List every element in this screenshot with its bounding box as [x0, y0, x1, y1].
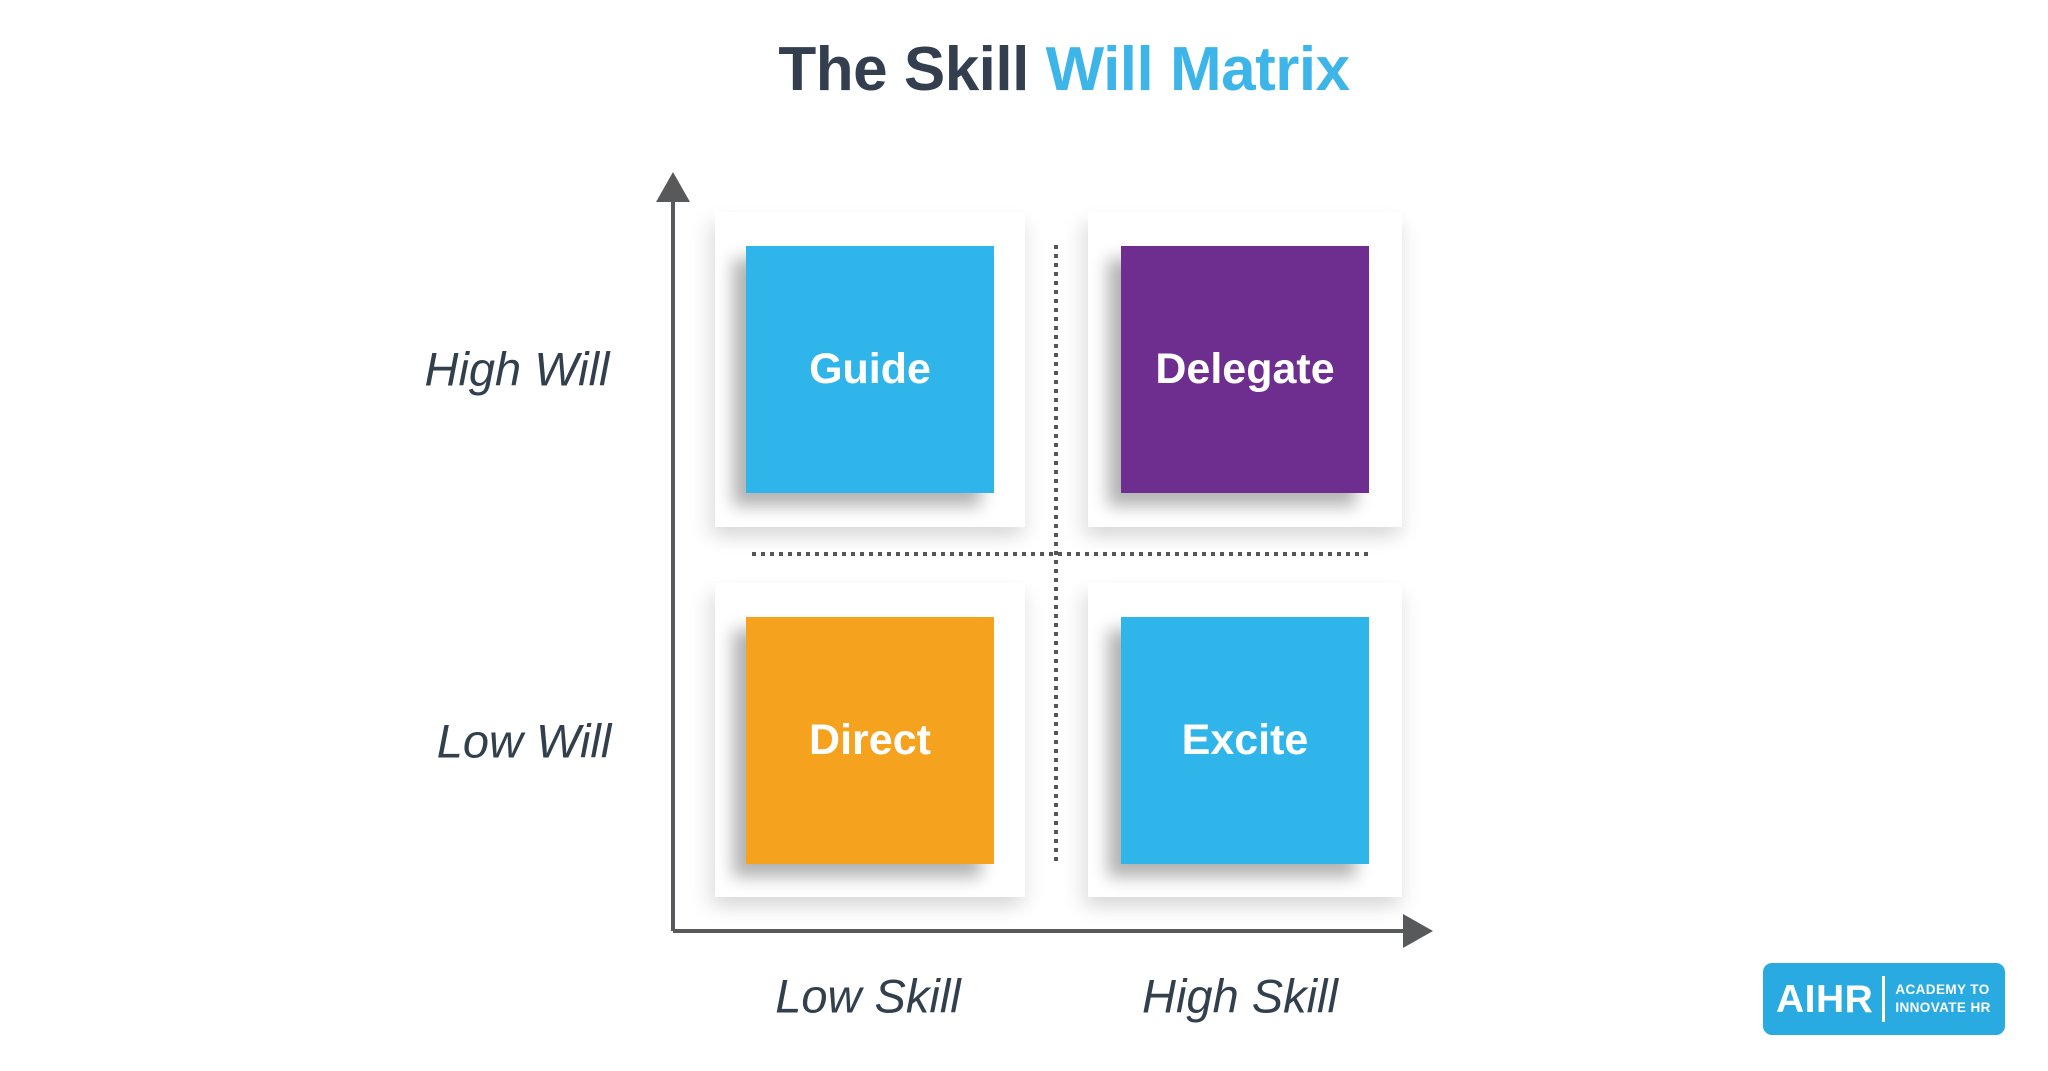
x-axis-line — [673, 929, 1405, 933]
quadrant-label-delegate: Delegate — [1155, 345, 1335, 393]
x-axis-label-low-skill: Low Skill — [775, 969, 961, 1023]
quadrant-card-direct: Direct — [715, 583, 1025, 897]
page-title: The Skill Will Matrix — [64, 34, 2048, 105]
x-axis-arrowhead-icon — [1403, 914, 1433, 948]
aihr-logo: AIHR ACADEMY TO INNOVATE HR — [1763, 963, 2005, 1035]
aihr-logo-divider — [1882, 976, 1886, 1022]
y-axis-label-low-will: Low Will — [436, 714, 612, 768]
x-axis-label-high-skill: High Skill — [1142, 969, 1338, 1023]
aihr-logo-tagline-line2: INNOVATE HR — [1895, 1000, 1991, 1015]
quadrant-card-delegate: Delegate — [1088, 212, 1402, 527]
aihr-logo-tagline-line1: ACADEMY TO — [1895, 982, 1990, 998]
vertical-dotted-divider — [1054, 245, 1058, 863]
quadrant-tile-excite: Excite — [1121, 616, 1369, 864]
quadrant-label-guide: Guide — [809, 345, 931, 393]
title-accent-part: Will Matrix — [1045, 35, 1351, 104]
aihr-logo-wordmark: AIHR — [1776, 977, 1874, 1021]
y-axis-arrowhead-icon — [656, 172, 690, 202]
y-axis-line — [671, 200, 675, 931]
y-axis-label-high-will: High Will — [424, 342, 610, 396]
aihr-logo-tagline: ACADEMY TO INNOVATE HR — [1895, 981, 1990, 1016]
quadrant-card-excite: Excite — [1088, 583, 1402, 897]
title-dark-part: The Skill — [778, 35, 1046, 104]
quadrant-card-guide: Guide — [715, 212, 1025, 527]
quadrant-tile-guide: Guide — [746, 246, 994, 493]
quadrant-tile-direct: Direct — [746, 616, 994, 864]
horizontal-dotted-divider — [752, 552, 1368, 556]
quadrant-label-excite: Excite — [1181, 715, 1309, 764]
quadrant-tile-delegate: Delegate — [1121, 246, 1369, 493]
quadrant-label-direct: Direct — [809, 715, 931, 764]
